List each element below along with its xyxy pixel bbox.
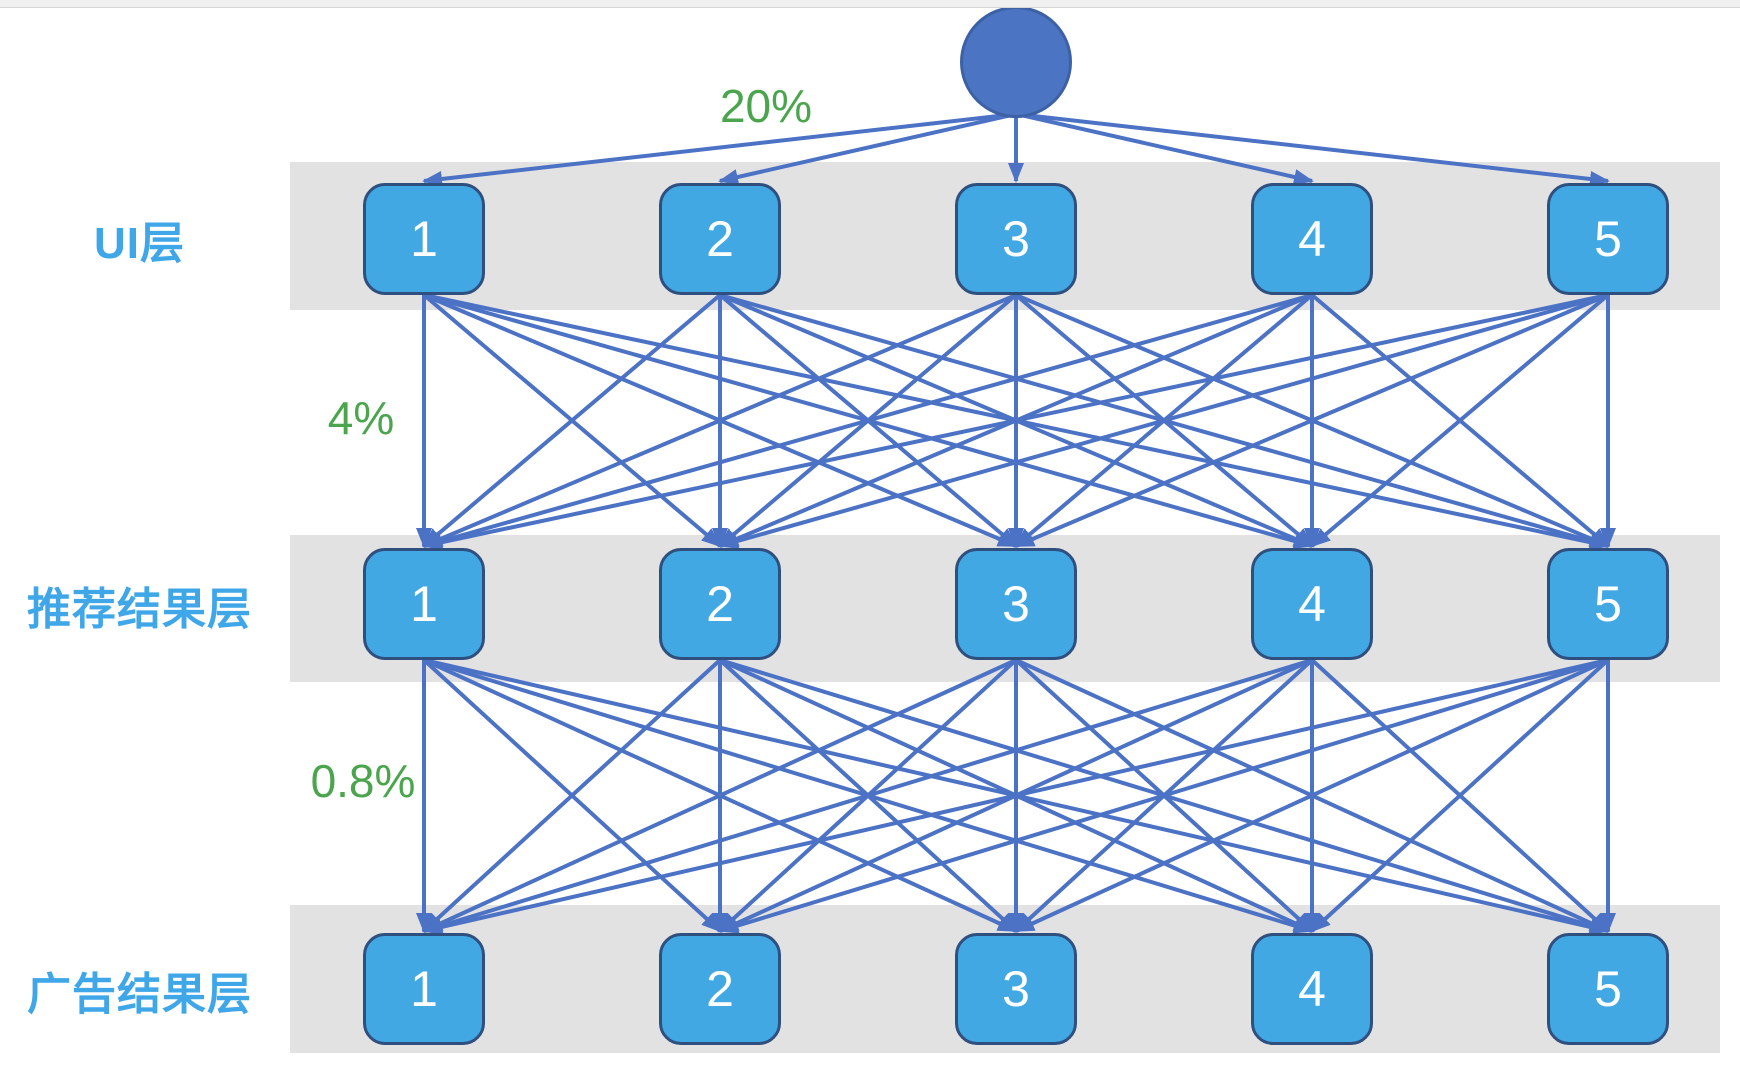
node-ui-5: 5 bbox=[1547, 183, 1669, 295]
node-ads-2: 2 bbox=[659, 933, 781, 1045]
node-recommend-3: 3 bbox=[955, 548, 1077, 660]
node-recommend-4: 4 bbox=[1251, 548, 1373, 660]
rate-label-ui-to-recommend: 4% bbox=[327, 392, 395, 444]
node-ads-1: 1 bbox=[363, 933, 485, 1045]
rate-label-recommend-to-ads: 0.8% bbox=[310, 755, 416, 807]
node-recommend-1: 1 bbox=[363, 548, 485, 660]
root-node-circle bbox=[960, 6, 1072, 118]
node-recommend-5: 5 bbox=[1547, 548, 1669, 660]
layer-label-ui: UI层 bbox=[94, 219, 185, 268]
window-top-strip bbox=[0, 0, 1740, 8]
layer-label-recommend: 推荐结果层 bbox=[27, 585, 252, 634]
layer-label-ads: 广告结果层 bbox=[27, 970, 252, 1019]
node-ads-4: 4 bbox=[1251, 933, 1373, 1045]
rate-label-root-to-ui: 20% bbox=[719, 80, 813, 132]
node-ui-3: 3 bbox=[955, 183, 1077, 295]
node-ui-1: 1 bbox=[363, 183, 485, 295]
node-ads-5: 5 bbox=[1547, 933, 1669, 1045]
node-recommend-2: 2 bbox=[659, 548, 781, 660]
node-ads-3: 3 bbox=[955, 933, 1077, 1045]
node-ui-4: 4 bbox=[1251, 183, 1373, 295]
node-ui-2: 2 bbox=[659, 183, 781, 295]
